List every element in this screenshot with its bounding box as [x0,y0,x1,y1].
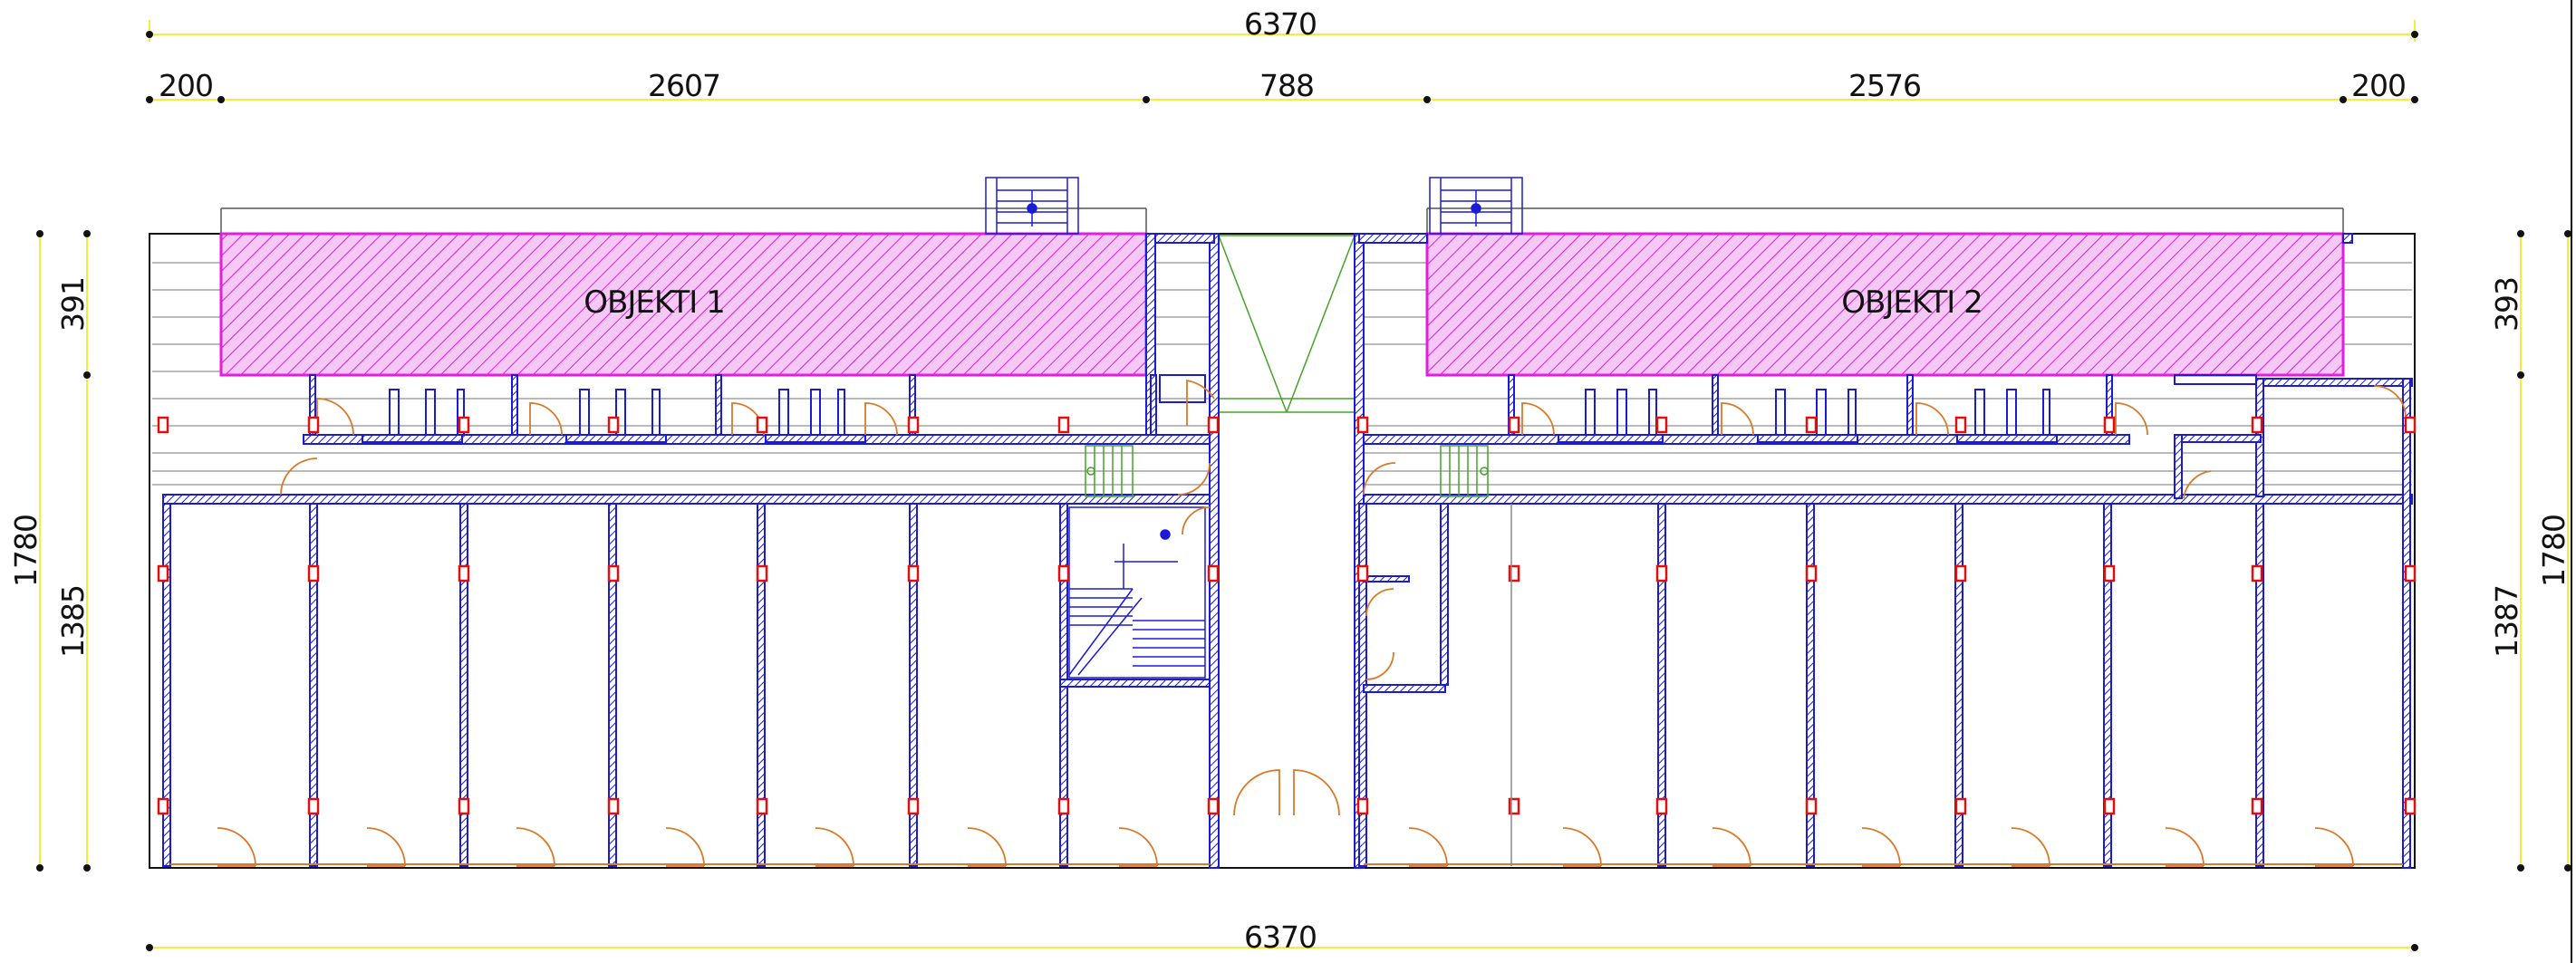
dim-segment-4: 2576 [1848,68,1921,103]
center-void [1218,235,1356,413]
dim-left-total: 1780 [8,515,43,587]
block-2-label: OBJEKTI 2 [1841,284,1983,321]
roof-stair-2 [1429,177,1523,235]
dim-right-bottom: 1387 [2489,585,2524,658]
dimensions: 6370 200 2607 788 2576 200 6370 [8,6,2571,955]
dim-right-total: 1780 [2536,515,2571,587]
block-2: OBJEKTI 2 [1425,232,2345,377]
walls [162,233,2413,869]
dim-segment-3: 788 [1259,68,1314,103]
slab-lines [152,262,2412,486]
dim-overall-top: 6370 [1244,6,1317,42]
dim-segment-2: 2607 [648,68,720,103]
doors [217,379,2407,867]
dim-segment-5: 200 [2351,68,2406,103]
dim-overall-bottom: 6370 [1244,920,1317,955]
dim-segment-1: 200 [159,68,213,103]
dim-right-top: 393 [2489,277,2524,332]
dim-left-bottom: 1385 [55,585,91,658]
main-staircase [1068,506,1206,679]
roof-stair-1 [985,177,1079,235]
bathroom-fixtures [389,374,2257,435]
columns [157,416,2417,815]
block-1: OBJEKTI 1 [219,232,1148,377]
block-1-label: OBJEKTI 1 [584,284,725,321]
dim-left-top: 391 [55,277,91,332]
building-outline [149,207,2416,869]
corridor-steps [1085,445,1489,497]
